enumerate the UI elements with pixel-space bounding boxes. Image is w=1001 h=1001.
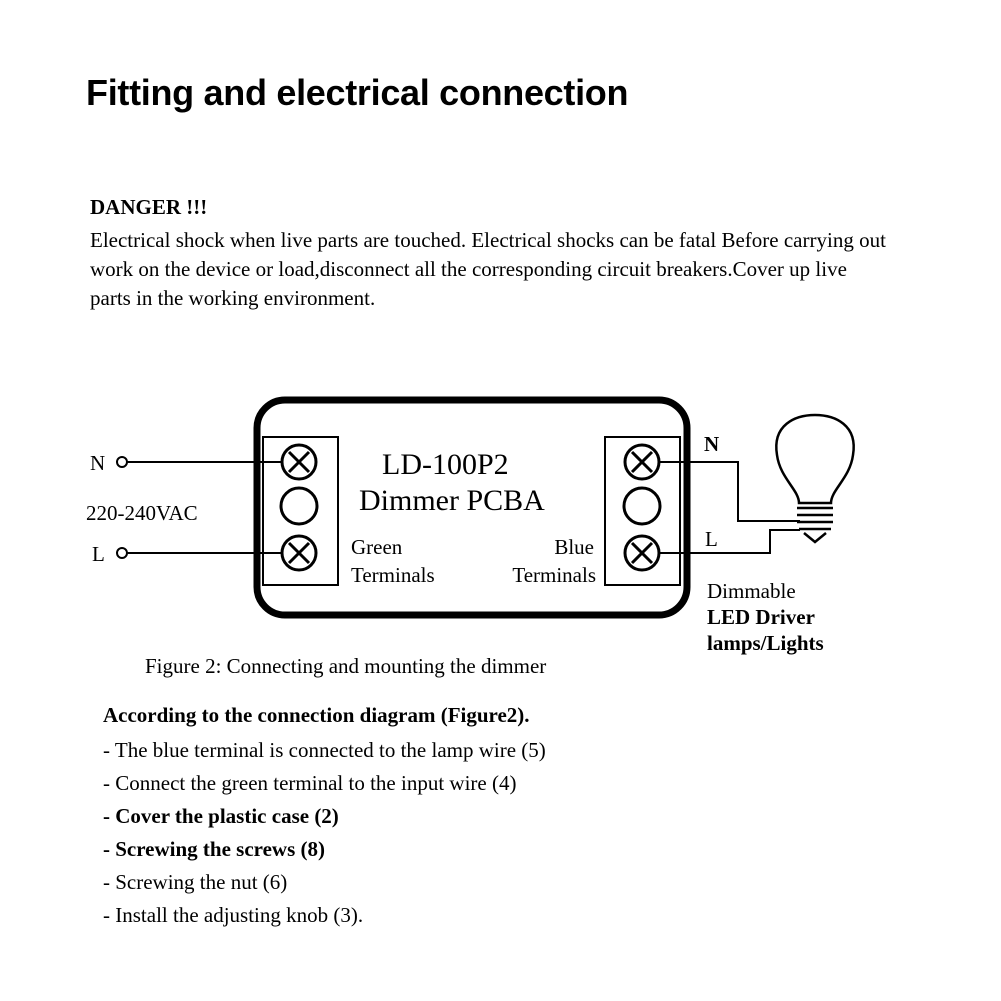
dimmer-housing [253, 396, 691, 619]
blue-terminal-middle [622, 486, 662, 526]
instruction-step: - Cover the plastic case (2) [103, 804, 339, 828]
input-n-label: N [90, 451, 105, 475]
blue-terminal-l-screw [623, 534, 661, 572]
figure-caption: Figure 2: Connecting and mounting the di… [145, 654, 547, 678]
instruction-steps: - The blue terminal is connected to the … [103, 734, 546, 932]
green-terminal-block [262, 436, 339, 586]
output-n-wire [659, 461, 800, 522]
model-label: LD-100P2 [382, 448, 509, 481]
output-n-label: N [704, 432, 719, 456]
blue-terminal-n-screw [623, 443, 661, 481]
instruction-step: - The blue terminal is connected to the … [103, 738, 546, 762]
light-bulb-icon [775, 413, 855, 544]
input-l-node [116, 547, 128, 559]
voltage-label: 220-240VAC [86, 501, 198, 525]
instruction-step: - Connect the green terminal to the inpu… [103, 771, 517, 795]
instruction-step: - Screwing the screws (8) [103, 837, 326, 861]
blue-label-1: Blue [554, 535, 594, 559]
instructions-intro: According to the connection diagram (Fig… [103, 703, 530, 727]
green-terminal-middle [279, 486, 319, 526]
blue-terminal-block [604, 436, 681, 586]
output-l-wire [659, 529, 800, 554]
load-label-1: Dimmable [707, 579, 796, 603]
green-label-2: Terminals [351, 563, 435, 587]
green-terminal-l-screw [280, 534, 318, 572]
green-terminal-n-screw [280, 443, 318, 481]
blue-label-2: Terminals [512, 563, 596, 587]
input-n-node [116, 456, 128, 468]
green-label-1: Green [351, 535, 403, 559]
instruction-step: - Install the adjusting knob (3). [103, 903, 364, 927]
page-title: Fitting and electrical connection [86, 72, 629, 113]
load-label-2: LED Driver [707, 605, 815, 629]
instruction-step: - Screwing the nut (6) [103, 870, 288, 894]
input-l-label: L [92, 542, 105, 566]
dimmer-pcba-label: Dimmer PCBA [359, 484, 545, 517]
danger-paragraph: Electrical shock when live parts are tou… [90, 228, 886, 310]
danger-heading: DANGER !!! [90, 195, 208, 219]
load-label-3: lamps/Lights [707, 631, 824, 655]
output-l-label: L [705, 527, 718, 551]
